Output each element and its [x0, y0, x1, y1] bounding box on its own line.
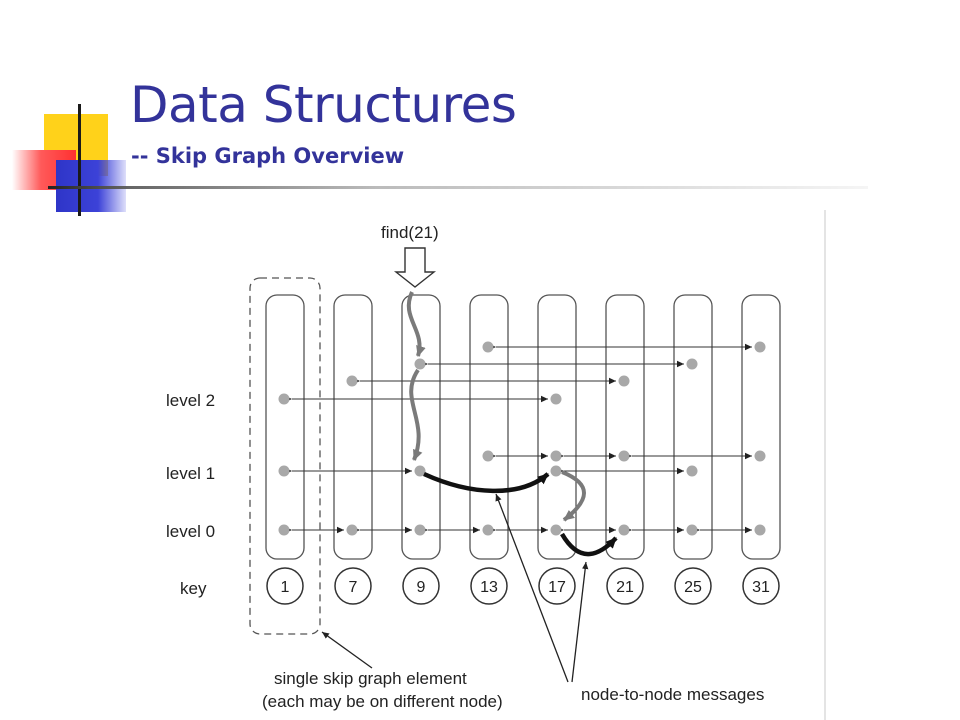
level-1-label: level 1 [166, 464, 215, 483]
callout-message-2 [571, 561, 589, 683]
element-column-7 [333, 294, 373, 560]
callout-message-1 [495, 493, 569, 683]
level-0-label: level 0 [166, 522, 215, 541]
key-circles [266, 567, 780, 605]
key-label: key [180, 579, 207, 598]
node-dots [278, 341, 766, 536]
path-descend-9-a [406, 291, 426, 357]
element-column-17 [537, 294, 577, 560]
find-label: find(21) [381, 223, 439, 242]
message-9-to-17 [423, 471, 550, 494]
element-column-31 [741, 294, 781, 560]
single-element-outline [249, 277, 321, 635]
element-column-25 [673, 294, 713, 560]
slide-title: Data Structures [130, 76, 517, 134]
slide-subtitle: -- Skip Graph Overview [131, 144, 405, 168]
key-value: 31 [752, 579, 770, 596]
callout-element [321, 631, 373, 669]
key-value: 13 [480, 579, 498, 596]
decor-vertical-line [78, 104, 81, 216]
element-column-1 [265, 294, 305, 560]
key-value: 7 [349, 579, 358, 596]
title-underline [48, 186, 868, 189]
element-column-9 [401, 294, 441, 560]
key-value: 25 [684, 579, 702, 596]
element-column-13 [469, 294, 509, 560]
callout-arrows [321, 493, 589, 683]
skip-graph-diagram: find(21) level 2 level 1 level 0 key 1 7… [166, 223, 781, 711]
key-value: 21 [616, 579, 634, 596]
find-arrow-icon [393, 247, 437, 288]
element-caption-line2: (each may be on different node) [262, 692, 503, 711]
key-value: 1 [281, 579, 290, 596]
key-values: 1 7 9 13 17 21 25 31 [281, 579, 770, 596]
element-column-21 [605, 294, 645, 560]
element-caption-line1: single skip graph element [274, 669, 467, 688]
key-value: 17 [548, 579, 566, 596]
skip-list-links [285, 343, 752, 534]
messages-caption: node-to-node messages [581, 685, 764, 704]
element-columns [265, 294, 781, 560]
message-17-to-21 [560, 532, 618, 557]
key-value: 9 [417, 579, 426, 596]
path-descend-17 [561, 470, 586, 522]
skip-graph-figure: find(21) level 2 level 1 level 0 key 1 7… [150, 210, 826, 720]
level-2-label: level 2 [166, 391, 215, 410]
path-descend-9-b [409, 368, 423, 461]
